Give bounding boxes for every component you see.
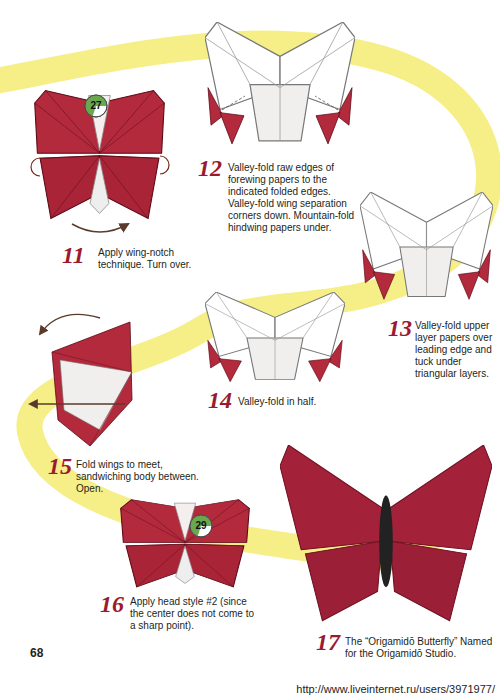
step-number: 11 xyxy=(62,243,102,267)
instruction-text: Fold wings to meet, sandwiching body bet… xyxy=(76,459,210,495)
step-number: 13 xyxy=(388,316,418,340)
watermark: http://www.liveinternet.ru/users/3971977… xyxy=(238,683,495,696)
instruction-text: Apply wing-notch technique. Turn over. xyxy=(98,247,208,271)
step-number: 14 xyxy=(208,388,238,412)
step-number: 16 xyxy=(100,592,130,616)
step-number: 15 xyxy=(48,454,78,478)
step-number: 17 xyxy=(316,630,346,654)
step-number: 12 xyxy=(198,156,230,180)
instruction-text: Valley-fold raw edges of forewing papers… xyxy=(228,162,356,234)
reference-circle: 27 xyxy=(84,94,108,118)
page-number: 68 xyxy=(30,646,70,660)
reference-number: 27 xyxy=(90,101,101,111)
instruction-text: Valley-fold in half. xyxy=(238,396,358,408)
reference-number: 29 xyxy=(195,521,206,531)
instruction-text: The “Origamidō Butterfly” Named for the … xyxy=(345,636,493,660)
reference-circle: 29 xyxy=(189,514,213,538)
instruction-text: Apply head style #2 (since the center do… xyxy=(130,596,260,632)
instruction-text: Valley-fold upper layer papers over lead… xyxy=(415,320,497,380)
